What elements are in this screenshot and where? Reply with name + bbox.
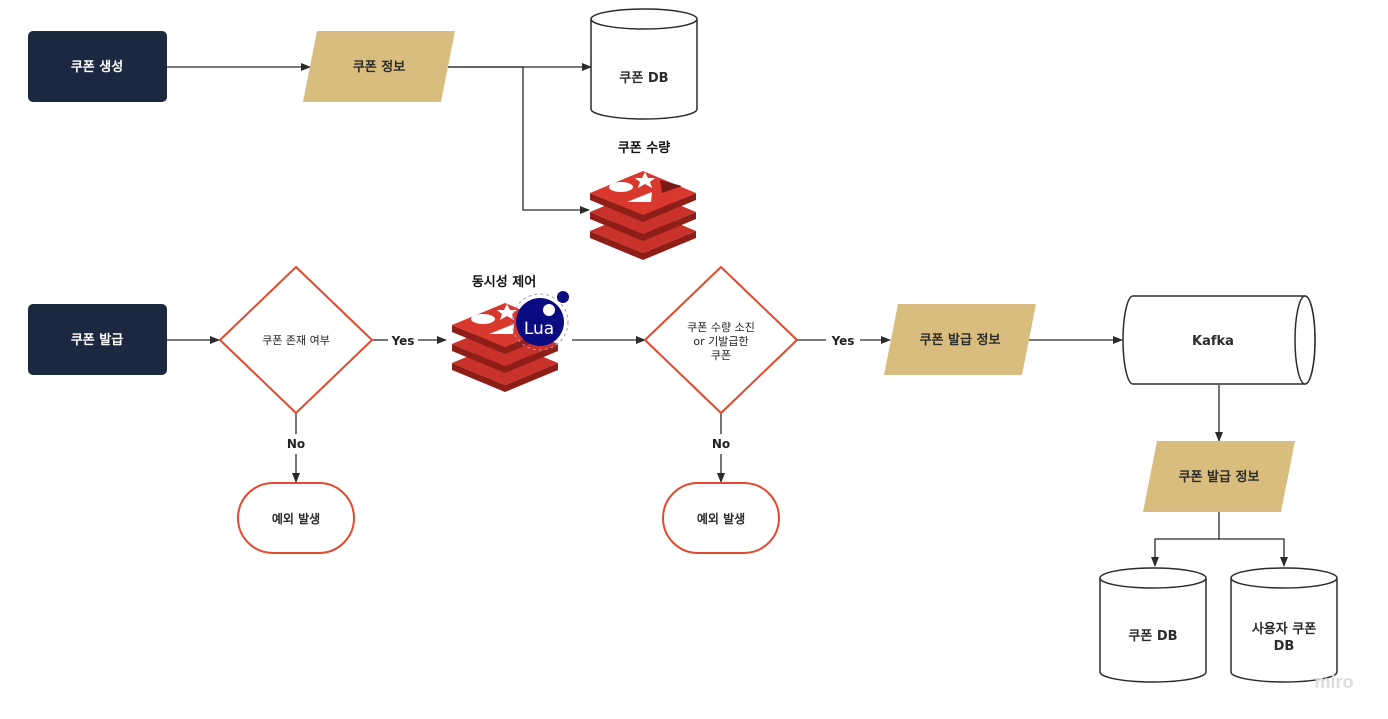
node-coupon-create-label: 쿠폰 생성 bbox=[71, 60, 123, 75]
decision-qty-check-line3: 쿠폰 bbox=[711, 349, 731, 362]
node-issue-info-bottom-label: 쿠폰 발급 정보 bbox=[1179, 469, 1260, 485]
node-coupon-info[interactable]: 쿠폰 정보 bbox=[303, 31, 455, 102]
connectors bbox=[167, 63, 1288, 567]
edge-label-no-2: No bbox=[712, 437, 730, 451]
node-kafka-label: Kafka bbox=[1192, 334, 1234, 349]
caption-concurrency: 동시성 제어 bbox=[472, 274, 536, 290]
edge-label-yes-2: Yes bbox=[831, 334, 855, 348]
node-exception-left-label: 예외 발생 bbox=[272, 511, 320, 526]
node-coupon-create[interactable]: 쿠폰 생성 bbox=[28, 31, 167, 102]
decision-coupon-exists[interactable]: 쿠폰 존재 여부 bbox=[219, 266, 373, 414]
node-exception-right[interactable]: 예외 발생 bbox=[662, 482, 780, 554]
edge-info-to-dbs bbox=[1151, 512, 1220, 567]
node-issue-info-bottom[interactable]: 쿠폰 발급 정보 bbox=[1143, 441, 1295, 512]
edge-info-to-redis bbox=[448, 66, 590, 214]
node-kafka[interactable]: Kafka bbox=[1122, 295, 1316, 385]
node-exception-right-label: 예외 발생 bbox=[697, 511, 745, 526]
node-coupon-db-top[interactable]: 쿠폰 DB bbox=[590, 8, 698, 120]
redis-icon bbox=[590, 171, 696, 260]
node-issue-info-mid-label: 쿠폰 발급 정보 bbox=[920, 332, 1001, 348]
decision-coupon-exists-label: 쿠폰 존재 여부 bbox=[262, 334, 330, 347]
node-issue-info-mid[interactable]: 쿠폰 발급 정보 bbox=[884, 304, 1036, 375]
node-user-coupon-db[interactable]: 사용자 쿠폰 DB bbox=[1230, 567, 1338, 683]
decision-qty-check[interactable]: 쿠폰 수량 소진 or 기발급한 쿠폰 bbox=[644, 266, 798, 414]
node-coupon-db-bottom-label: 쿠폰 DB bbox=[1128, 629, 1177, 644]
node-exception-left[interactable]: 예외 발생 bbox=[237, 482, 355, 554]
edge-info-to-userdb bbox=[1219, 538, 1288, 567]
node-coupon-info-label: 쿠폰 정보 bbox=[353, 59, 405, 75]
node-coupon-issue-label: 쿠폰 발급 bbox=[71, 332, 123, 348]
miro-watermark: miro bbox=[1314, 672, 1353, 692]
edge-label-no-1: No bbox=[287, 437, 305, 451]
node-user-coupon-db-line2: DB bbox=[1274, 639, 1295, 654]
decision-qty-check-line1: 쿠폰 수량 소진 bbox=[687, 321, 755, 334]
node-coupon-db-top-label: 쿠폰 DB bbox=[619, 71, 668, 86]
node-coupon-db-bottom[interactable]: 쿠폰 DB bbox=[1099, 567, 1207, 683]
redis-lua-icon: Lua bbox=[452, 291, 569, 392]
caption-coupon-qty: 쿠폰 수량 bbox=[618, 141, 670, 156]
lua-label: Lua bbox=[524, 319, 554, 339]
node-coupon-issue[interactable]: 쿠폰 발급 bbox=[28, 304, 167, 375]
edge-label-yes-1: Yes bbox=[391, 334, 415, 348]
node-user-coupon-db-line1: 사용자 쿠폰 bbox=[1252, 621, 1316, 637]
decision-qty-check-line2: or 기발급한 bbox=[693, 335, 748, 348]
